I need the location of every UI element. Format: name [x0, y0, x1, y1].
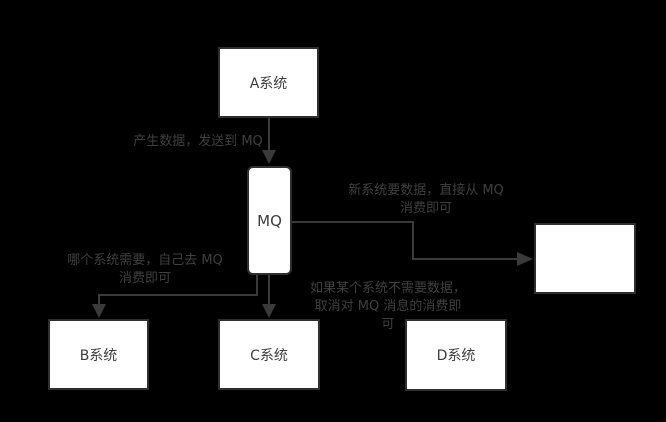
node-system-d-label: D系统: [436, 348, 476, 364]
connector-mq-to-new-system: [292, 221, 533, 266]
node-system-b: B系统: [48, 319, 149, 390]
node-system-c-label: C系统: [250, 347, 288, 364]
annotation-produce-send-to-mq: 产生数据，发送到 MQ: [133, 134, 263, 149]
node-new-system-empty: [534, 223, 636, 294]
arrowhead-down-mq: [262, 150, 276, 164]
connector-a-to-mq: [262, 117, 276, 164]
annotation-cancel-consume: 如果某个系统不需要数据， 取消对 MQ 消息的消费即 可: [309, 281, 467, 332]
node-mq: MQ: [247, 166, 292, 275]
node-system-d: D系统: [405, 319, 507, 391]
node-system-c: C系统: [218, 319, 320, 390]
node-system-a: A系统: [218, 47, 319, 118]
node-system-b-label: B系统: [79, 347, 118, 364]
connector-mq-to-c: [262, 274, 276, 318]
node-system-a-label: A系统: [249, 75, 288, 92]
connector-mq-to-b: [92, 274, 258, 318]
arrowhead-down-b: [92, 304, 106, 318]
arrowhead-down-c: [262, 304, 276, 318]
annotation-new-system-consume: 新系统要数据，直接从 MQ 消费即可: [348, 183, 504, 216]
annotation-which-system-consume: 哪个系统需要，自己去 MQ 消费即可: [67, 253, 223, 286]
arrowhead-right-new-system: [517, 252, 533, 266]
node-mq-label: MQ: [257, 211, 282, 230]
